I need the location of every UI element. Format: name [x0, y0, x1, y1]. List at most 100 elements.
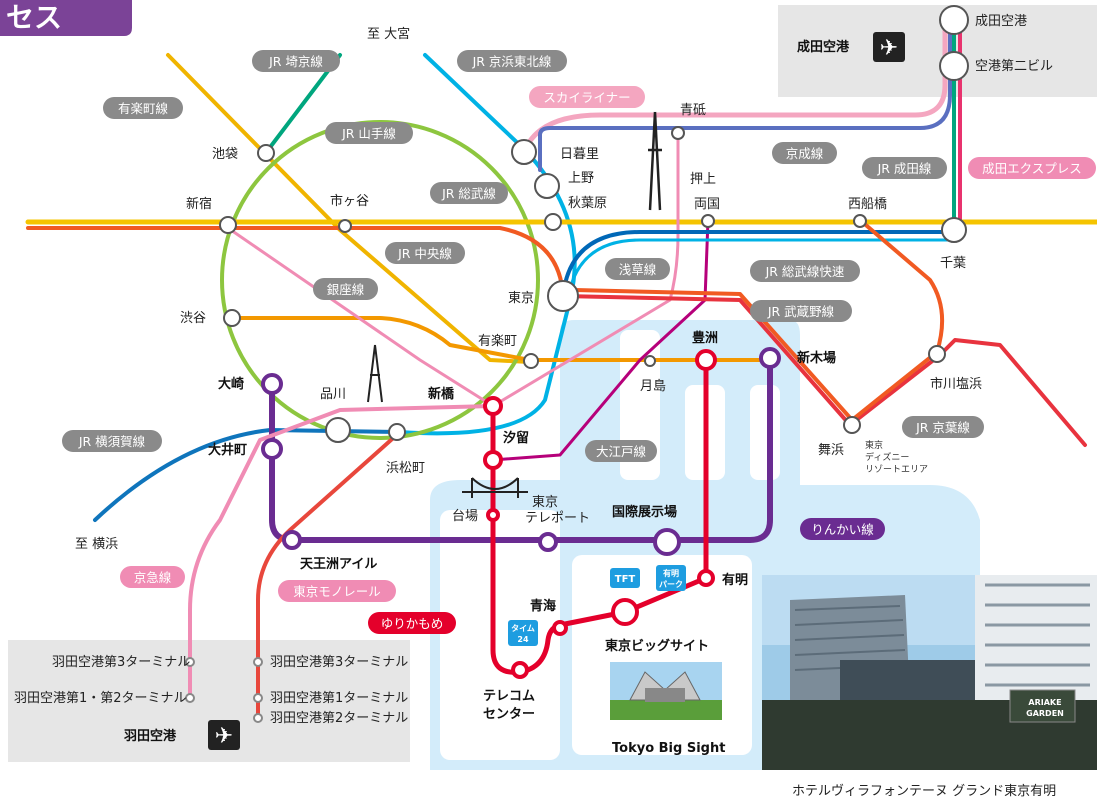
station-marker: [257, 144, 275, 162]
hotel-photo: ARIAKE GARDEN: [762, 575, 1097, 770]
station-marker: [671, 126, 685, 140]
station-toyosu: 豊洲: [692, 330, 718, 346]
station-marker: [939, 5, 969, 35]
line-label-text: JR 横須賀線: [78, 434, 146, 449]
station-marker: [928, 345, 946, 363]
tokyo-tower-icon: [367, 344, 383, 403]
station-haneda-t12-keikyu: 羽田空港第1・第2ターミナル: [14, 691, 187, 706]
line-label-text: JR 成田線: [877, 161, 932, 176]
big-sight-en-label: Tokyo Big Sight: [612, 741, 725, 756]
station-shimbashi: 新橋: [428, 386, 455, 402]
station-marker: [653, 528, 681, 556]
station-tennozu-isle: 天王洲アイル: [300, 557, 377, 572]
station-akihabara: 秋葉原: [568, 196, 607, 211]
line-label-text: 東京モノレール: [293, 584, 381, 599]
line-label-yurakucho: 有楽町線: [103, 97, 183, 119]
station-shiodome: 汐留: [503, 430, 529, 446]
line-label-text: ゆりかもめ: [381, 616, 444, 631]
station-tokyo-big-sight: 東京ビッグサイト: [605, 638, 709, 654]
chuo-line: [26, 226, 565, 298]
station-daiba: 台場: [452, 509, 478, 524]
station-maihama: 舞浜: [818, 443, 844, 458]
line-label-saikyo: JR 埼京線: [252, 50, 340, 72]
line-label-text: JR 総武線: [441, 186, 496, 201]
station-marker: [843, 416, 861, 434]
station-chiba: 千葉: [940, 256, 966, 271]
line-label-ginza: 銀座線: [313, 278, 378, 300]
station-osaki: 大崎: [218, 376, 244, 392]
station-marker: [483, 396, 503, 416]
station-marker: [538, 532, 558, 552]
station-marker: [261, 373, 283, 395]
svg-text:パーク: パーク: [659, 579, 683, 589]
line-label-text: JR 京葉線: [915, 420, 970, 435]
station-shinkiba: 新木場: [797, 350, 836, 366]
ginza-line: [228, 316, 772, 362]
station-marker: [325, 417, 351, 443]
station-tokyo-teleport: 東京テレポート: [525, 494, 590, 526]
line-label-asakusa: 浅草線: [605, 258, 670, 280]
line-label-musashino: JR 武蔵野線: [750, 300, 852, 322]
station-marker: [338, 219, 352, 233]
station-marker: [523, 353, 539, 369]
station-marker: [552, 620, 568, 636]
station-marker: [544, 213, 562, 231]
station-haneda-t2-monorail: 羽田空港第2ターミナル: [270, 711, 408, 726]
line-label-yokosuka: JR 横須賀線: [62, 430, 162, 452]
line-label-text: JR 埼京線: [268, 54, 323, 69]
line-label-yurikamome: ゆりかもめ: [368, 612, 456, 634]
station-aoto: 青砥: [680, 103, 706, 118]
haneda-box: 羽田空港 ✈: [8, 640, 410, 762]
line-label-oedo: 大江戸線: [585, 440, 657, 462]
keisei-line: [538, 26, 952, 172]
svg-text:GARDEN: GARDEN: [1026, 709, 1064, 718]
station-marker: [253, 693, 263, 703]
line-label-text: 浅草線: [619, 262, 657, 277]
station-oimachi: 大井町: [208, 442, 247, 458]
line-label-text: 京成線: [786, 146, 824, 161]
station-ariake: 有明: [722, 572, 748, 588]
station-marker: [261, 438, 283, 460]
station-marker: [253, 713, 263, 723]
station-ikebukuro: 池袋: [212, 147, 238, 162]
station-aomi: 青海: [530, 598, 556, 614]
station-marker: [486, 508, 500, 522]
yurakucho-line: [166, 53, 532, 364]
station-marker: [939, 51, 969, 81]
line-label-keisei: 京成線: [772, 142, 837, 164]
direction-yokohama: 至 横浜: [75, 537, 118, 552]
svg-text:24: 24: [517, 635, 529, 644]
station-ichikawashiohama: 市川塩浜: [930, 376, 982, 392]
svg-text:タイム: タイム: [511, 623, 535, 633]
station-marker: [611, 598, 639, 626]
station-marker: [853, 214, 867, 228]
rinkai-line: [269, 355, 773, 543]
narita-label: 成田空港: [797, 39, 850, 55]
svg-text:✈: ✈: [215, 724, 233, 749]
line-label-skyliner: スカイライナー: [529, 86, 645, 108]
station-marker: [701, 214, 715, 228]
haneda-airplane-icon: [208, 720, 240, 750]
yokosuka-line: [93, 428, 402, 522]
station-tsukishima: 月島: [640, 379, 666, 394]
station-haneda-t3-monorail: 羽田空港第3ターミナル: [270, 655, 408, 670]
svg-text:ARIAKE: ARIAKE: [1028, 698, 1061, 707]
station-tokyo: 東京: [508, 290, 534, 306]
line-label-text: JR 中央線: [397, 246, 452, 261]
big-sight-image: [610, 662, 722, 720]
station-marker: [759, 347, 781, 369]
station-shinjuku: 新宿: [186, 196, 212, 212]
station-kokusai-tenjijo: 国際展示場: [612, 504, 677, 520]
skytree-icon: [648, 111, 662, 211]
ariake-park-badge: 有明 パーク: [656, 565, 686, 591]
station-marker: [388, 423, 406, 441]
station-marker: [941, 217, 967, 243]
station-marker: [219, 216, 237, 234]
station-shibuya: 渋谷: [180, 311, 206, 326]
line-label-text: 京急線: [134, 570, 172, 585]
keikyu-line: [188, 404, 495, 702]
station-haneda-t1-monorail: 羽田空港第1ターミナル: [270, 691, 408, 706]
line-label-text: JR 山手線: [341, 126, 396, 141]
line-label-text: 銀座線: [327, 282, 365, 297]
